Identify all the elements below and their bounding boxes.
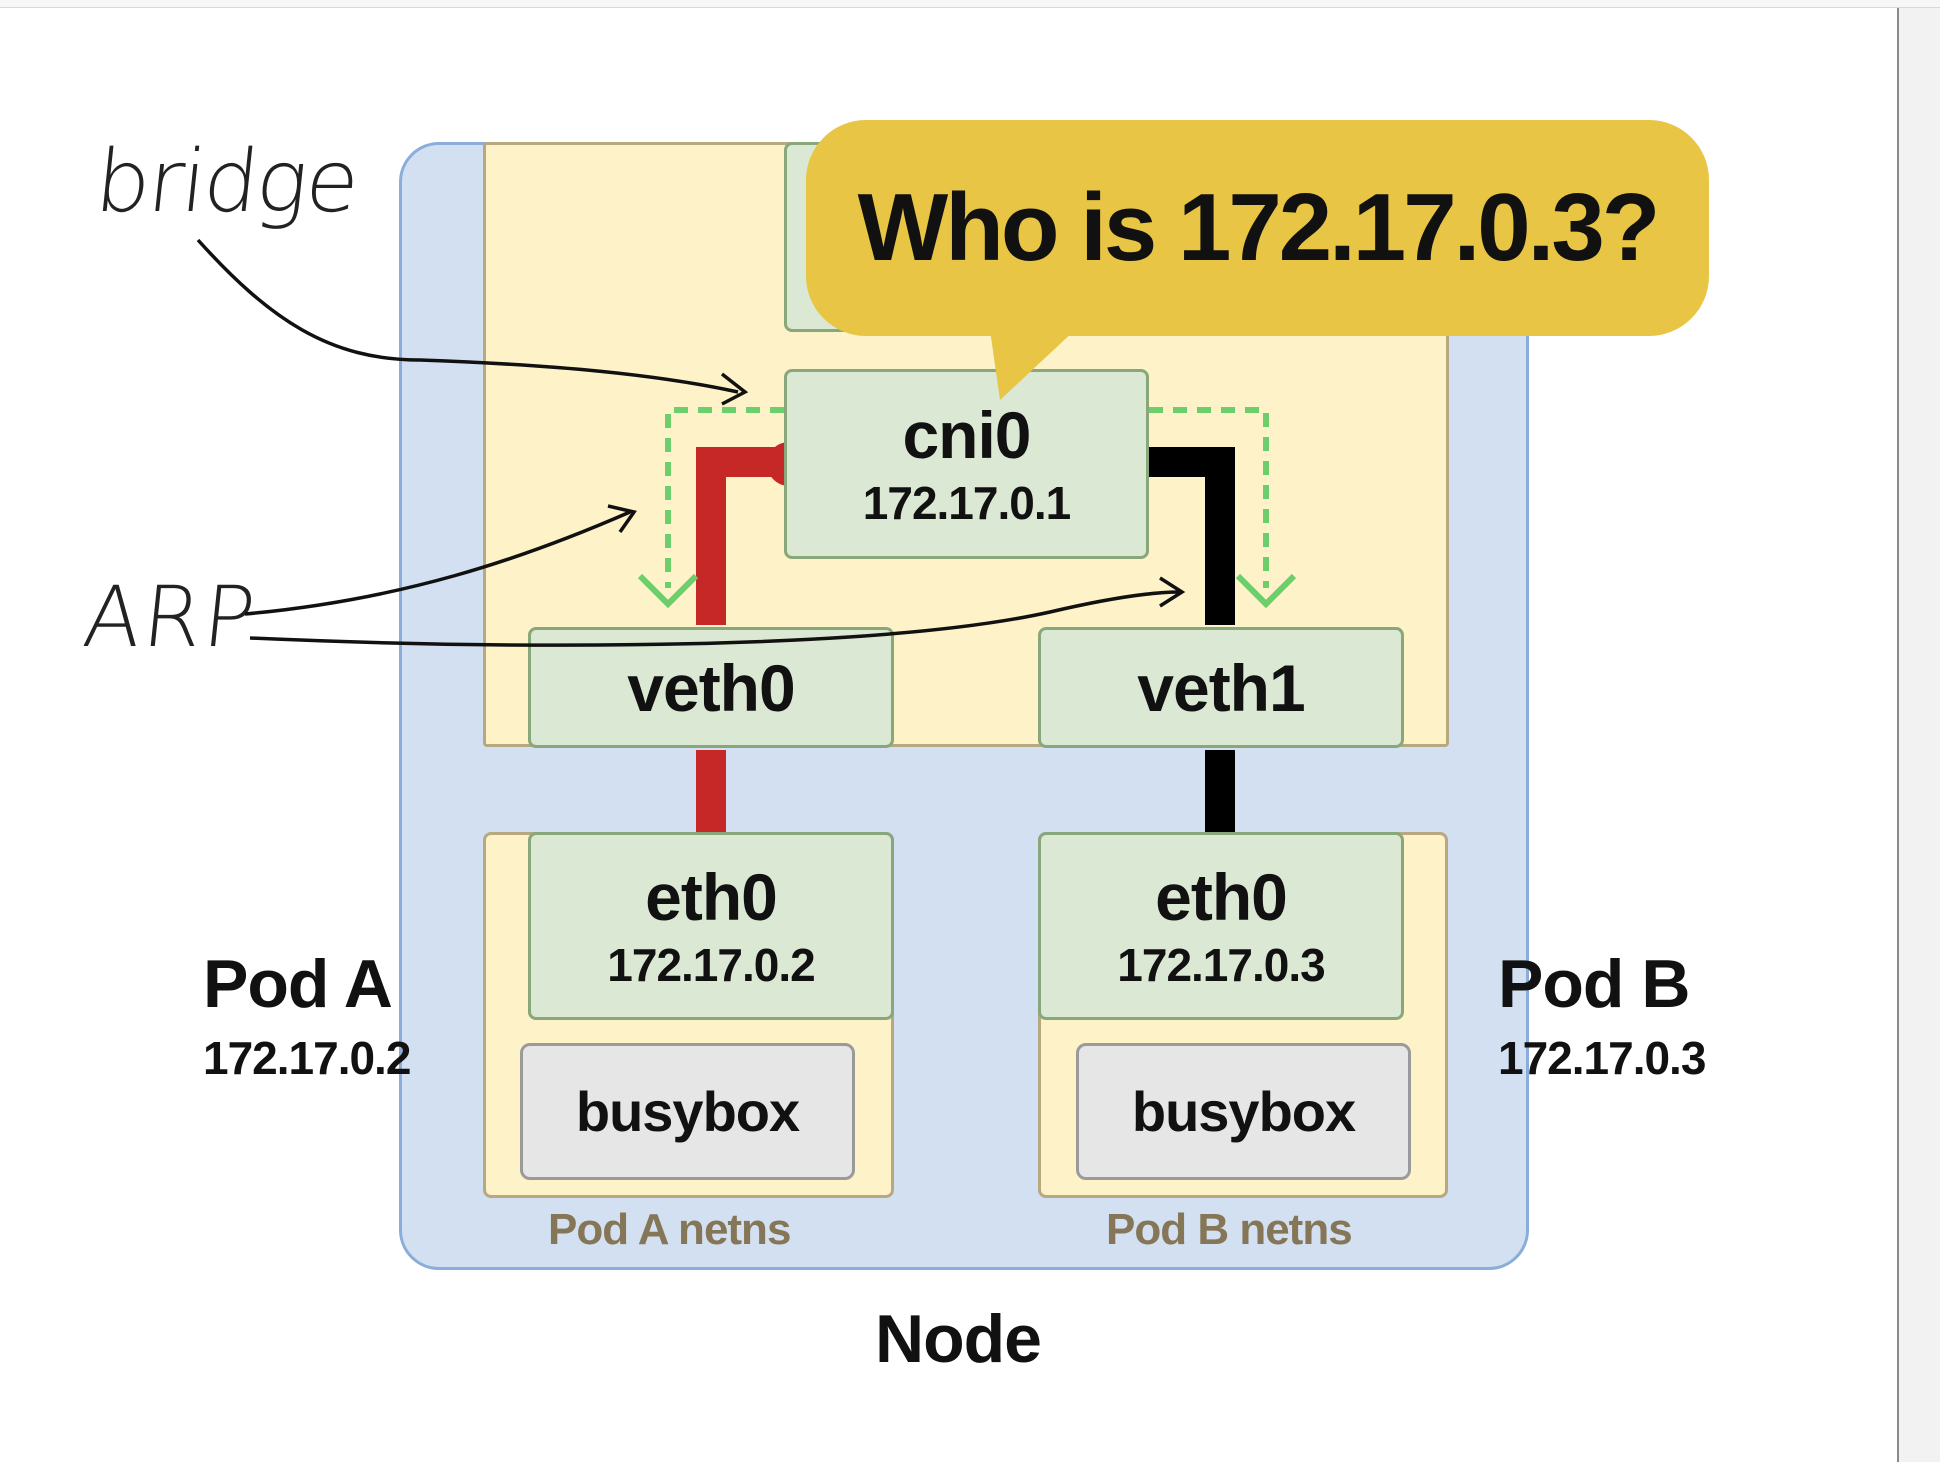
- pod-b-eth0-ip: 172.17.0.3: [1117, 939, 1325, 991]
- pod-b-container: busybox: [1076, 1043, 1411, 1180]
- pod-b-eth0-interface: eth0 172.17.0.3: [1038, 832, 1404, 1020]
- pod-b-netns-label: Pod B netns: [1106, 1205, 1353, 1254]
- veth1-name: veth1: [1137, 650, 1305, 725]
- arp-arrow-left: [244, 510, 631, 616]
- speech-bubble: Who is 172.17.0.3?: [806, 120, 1709, 336]
- veth0-name: veth0: [627, 650, 795, 725]
- pod-a-eth0-name: eth0: [645, 860, 778, 934]
- speech-bubble-text: Who is 172.17.0.3?: [857, 174, 1661, 281]
- arp-arrowhead-left: [637, 573, 699, 609]
- cni0-interface: cni0 172.17.0.1: [784, 369, 1149, 559]
- arp-arrowhead-right: [1159, 576, 1186, 608]
- pod-b-link: [1149, 447, 1235, 832]
- pod-b-ip: 172.17.0.3: [1498, 1032, 1706, 1084]
- bridge-arrow: [196, 238, 739, 394]
- veth1-interface: veth1: [1038, 627, 1404, 748]
- speech-bubble-tail: [990, 330, 1075, 400]
- arp-arrowhead-left: [607, 504, 637, 534]
- pod-b-title: Pod B: [1498, 946, 1690, 1022]
- pod-b-eth0-name: eth0: [1155, 860, 1288, 934]
- cni0-ip: 172.17.0.1: [862, 477, 1071, 529]
- pod-a-ip: 172.17.0.2: [203, 1032, 411, 1084]
- pod-a-netns-label: Pod A netns: [548, 1205, 791, 1254]
- arp-arrowhead-right: [1235, 573, 1297, 609]
- pod-a-container: busybox: [520, 1043, 855, 1180]
- node-label: Node: [875, 1301, 1042, 1377]
- scrollbar[interactable]: [1897, 8, 1940, 1462]
- pod-a-eth0-interface: eth0 172.17.0.2: [528, 832, 894, 1020]
- window-top-edge: [0, 0, 1940, 8]
- bridge-arrowhead: [720, 372, 749, 406]
- pod-a-eth0-ip: 172.17.0.2: [607, 939, 815, 991]
- arp-arrow-right: [249, 590, 1181, 647]
- cni0-name: cni0: [902, 398, 1031, 472]
- pod-b-container-name: busybox: [1131, 1080, 1356, 1143]
- pod-a-container-name: busybox: [575, 1080, 800, 1143]
- pod-a-title: Pod A: [203, 946, 393, 1022]
- veth0-interface: veth0: [528, 627, 894, 748]
